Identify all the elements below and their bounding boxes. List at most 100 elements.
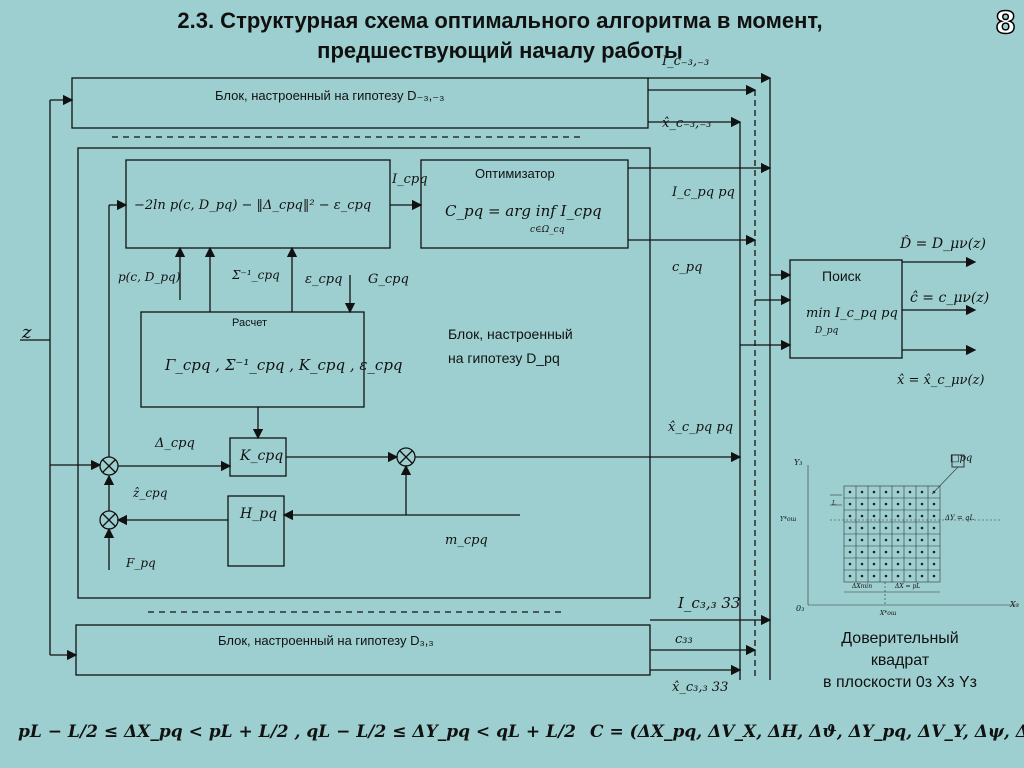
output-d-hat: D̂ = D_μν(z) [900,236,986,252]
grid-point [848,502,852,506]
grid-point [908,502,912,506]
grid-point [884,562,888,566]
grid-x-tick-label: X*ош [880,610,897,617]
grid-point [860,538,864,542]
grid-point [896,562,900,566]
grid-point [848,574,852,578]
grid-point [884,574,888,578]
z-hat-label: ẑ_cpq [133,486,168,500]
grid-point [896,502,900,506]
grid-y-tick-label: Y*ош [780,516,797,523]
grid-point [884,514,888,518]
eps-label: ε_cpq [305,272,343,287]
grid-point [932,562,936,566]
grid-point [920,550,924,554]
calc-title: Расчет [232,317,267,329]
grid-x-axis-label: X₃ [1010,600,1019,609]
grid-cell-label: □pq [950,453,973,464]
search-title: Поиск [822,268,861,284]
criterion-formula: −2ln p(c, D_pq) − ‖Δ_cpq‖² − ε_cpq [134,198,372,213]
confidence-grid [807,454,1018,606]
i-cpq-label: I_cpq [392,172,428,187]
optimizer-formula: C_pq = arg inf I_cpq [445,202,602,220]
grid-point [896,514,900,518]
confidence-line3: в плоскости 0з Xз Yз [823,674,977,691]
grid-point [908,562,912,566]
grid-point [848,490,852,494]
bottom-c-label: c₃₃ [675,632,693,647]
grid-point [908,526,912,530]
grid-point [848,562,852,566]
grid-point [932,538,936,542]
output-x-hat: x̂ = x̂_c_μν(z) [897,373,985,388]
grid-point [860,514,864,518]
middle-block-label-1: Блок, настроенный [448,326,573,342]
grid-point [848,550,852,554]
c-pq-label: c_pq [672,260,703,275]
grid-point [872,502,876,506]
grid-point [896,490,900,494]
grid-point [908,574,912,578]
search-subscript: D_pq [815,326,839,336]
grid-point [908,514,912,518]
optimizer-title: Оптимизатор [475,166,555,181]
formula-left: pL − L/2 ≤ ΔX_pq < pL + L/2 , qL − L/2 ≤… [18,722,576,742]
calc-formula: Γ_cpq , Σ⁻¹_cpq , K_cpq , ε_cpq [165,356,403,374]
grid-point [932,514,936,518]
grid-point [908,550,912,554]
slide-title-line1: 2.3. Структурная схема оптимального алго… [177,8,823,33]
grid-point [920,490,924,494]
gain-block-label: K_cpq [240,448,284,464]
h-block-label: H_pq [240,506,278,522]
slide-title-line2: предшествующий началу работы [317,38,683,63]
g-label: G_cpq [368,272,409,287]
grid-point [884,490,888,494]
grid-point [896,574,900,578]
grid-dxmin-label: ΔXmin [852,583,873,590]
grid-point [908,538,912,542]
confidence-caption: Доверительный квадрат в плоскости 0з Xз … [800,628,1000,694]
grid-origin-label: 0₃ [796,604,805,613]
grid-point [884,502,888,506]
bottom-block-label: Блок, настроенный на гипотезу D₃,₃ [218,633,434,648]
grid-point [884,538,888,542]
grid-point [872,526,876,530]
grid-point [932,502,936,506]
grid-point [848,514,852,518]
grid-point [932,574,936,578]
grid-dx-label: ΔX = pL [895,583,921,590]
search-formula: min I_c_pq pq [806,306,898,321]
grid-point [920,538,924,542]
grid-point [872,574,876,578]
sigma-label: Σ⁻¹_cpq [232,268,280,282]
i-cpq-out-label: I_c_pq pq [672,185,735,200]
x-out-label: x̂_c_pq pq [668,420,734,435]
middle-hypothesis-frame [77,147,651,599]
formula-right: C = (ΔX_pq, ΔV_X, ΔH, Δϑ, ΔY_pq, ΔV_Y, Δ… [590,722,1024,742]
top-block-label: Блок, настроенный на гипотезу D₋₃,₋₃ [215,88,445,103]
z-input-label: z [22,322,32,343]
slide-number: 8 [994,5,1016,42]
grid-point [884,526,888,530]
calc-block [140,311,365,408]
grid-point [920,574,924,578]
f-label: F_pq [126,556,156,570]
grid-point [872,550,876,554]
confidence-line2: квадрат [870,652,930,669]
p-label: p(c, D_pq) [118,270,181,284]
grid-point [920,514,924,518]
optimizer-subscript: c∈Ω_cq [530,225,565,235]
grid-point [932,526,936,530]
bottom-x-label: x̂_c₃,₃ 33 [672,680,729,695]
grid-point [932,550,936,554]
grid-point [896,538,900,542]
output-c-hat: ĉ = c_μν(z) [910,290,990,306]
grid-point [908,490,912,494]
grid-point [848,538,852,542]
m-label: m_cpq [445,533,488,548]
grid-point [860,574,864,578]
grid-point [884,550,888,554]
grid-point [872,490,876,494]
slide-title: 2.3. Структурная схема оптимального алго… [0,6,1000,66]
grid-point [920,502,924,506]
